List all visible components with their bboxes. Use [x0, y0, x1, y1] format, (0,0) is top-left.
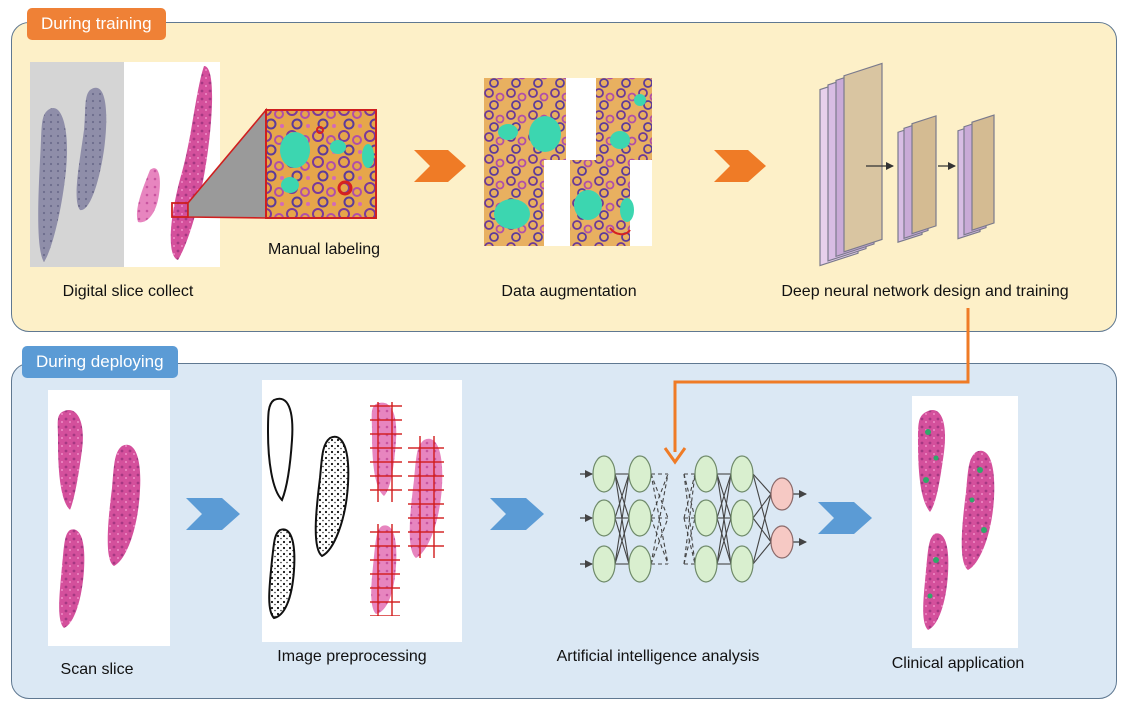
manual-labeling-image [187, 107, 377, 219]
during-training-tag: During training [27, 8, 166, 40]
flow-arrow-icon [490, 498, 544, 530]
output-node [770, 477, 794, 511]
hidden-node [730, 455, 754, 493]
flow-arrow-icon [818, 502, 872, 534]
hidden-node [628, 499, 652, 537]
hidden-node [592, 545, 616, 583]
flow-arrow-icon [714, 150, 766, 182]
neural-network-blocks [819, 62, 995, 267]
hidden-node [592, 455, 616, 493]
image-preprocessing-image [262, 380, 462, 642]
hidden-node [592, 499, 616, 537]
step-label-scan-slice: Scan slice [60, 661, 134, 678]
digital-slice-image [30, 62, 220, 267]
training-to-deploy-connector [673, 308, 970, 452]
ai-network-diagram [580, 455, 807, 583]
hidden-node [694, 545, 718, 583]
hidden-node [730, 545, 754, 583]
output-node [770, 525, 794, 559]
clinical-application-image [912, 396, 1018, 648]
flow-arrow-icon [186, 498, 240, 530]
step-label-data-augmentation: Data augmentation [501, 283, 637, 300]
step-label-manual-labeling: Manual labeling [267, 241, 381, 258]
hidden-node [694, 499, 718, 537]
step-label-digital-slice-collect: Digital slice collect [62, 283, 194, 300]
hidden-node [628, 545, 652, 583]
hidden-node [730, 499, 754, 537]
step-label-image-preprocessing: Image preprocessing [277, 648, 427, 665]
hidden-node [694, 455, 718, 493]
connector-arrowhead-icon [663, 447, 687, 465]
step-label-dnn-design-training: Deep neural network design and training [781, 283, 1069, 300]
during-deploying-tag: During deploying [22, 346, 178, 378]
step-label-ai-analysis: Artificial intelligence analysis [556, 648, 760, 665]
step-label-clinical-application: Clinical application [891, 655, 1025, 672]
hidden-node [628, 455, 652, 493]
scan-slice-image [48, 390, 170, 646]
data-augmentation-image [484, 78, 652, 246]
flow-arrow-icon [414, 150, 466, 182]
